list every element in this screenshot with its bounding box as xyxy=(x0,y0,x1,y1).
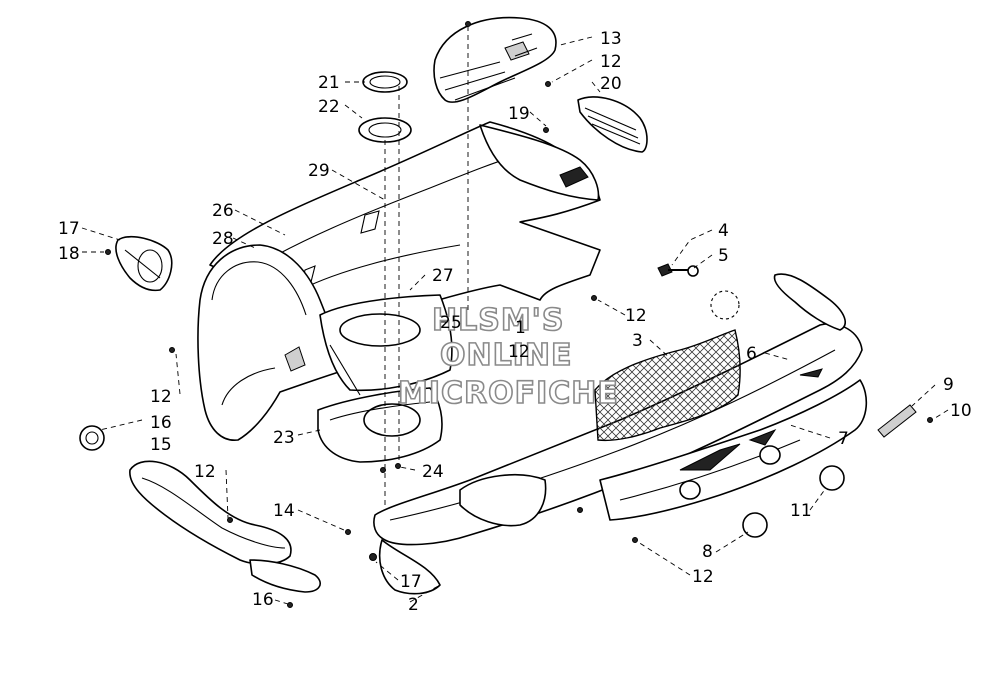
callout-18: 16 xyxy=(150,413,172,433)
part-12-grommet-disc xyxy=(710,290,740,320)
callout-12: 12 xyxy=(600,52,622,72)
callout-23: 21 xyxy=(318,73,340,93)
callout-21: 19 xyxy=(508,104,530,124)
leader-lines xyxy=(81,26,949,605)
callout-5: 5 xyxy=(718,246,729,266)
callout-24: 22 xyxy=(318,97,340,117)
callout-1: 1 xyxy=(515,318,526,338)
callout-10: 10 xyxy=(950,401,972,421)
callout-28: 26 xyxy=(212,201,234,221)
part-7-lens-housing xyxy=(679,445,781,500)
callout-8: 8 xyxy=(702,542,713,562)
callout-25: 23 xyxy=(273,428,295,448)
part-25-floor-panel xyxy=(317,387,443,463)
callout-30: 28 xyxy=(212,229,234,249)
part-11-lens-cap xyxy=(819,465,845,491)
part-19-headlight-housing xyxy=(115,235,173,292)
callout-labels: 13 12 20 19 21 22 29 26 28 27 17 18 25 1… xyxy=(58,29,972,615)
part-8-lens-cap xyxy=(742,512,768,538)
callout-20: 18 xyxy=(58,244,80,264)
callout-27: 25 xyxy=(440,313,462,333)
callout-31: 29 xyxy=(308,161,330,181)
callout-9: 9 xyxy=(943,375,954,395)
part-15-front-bumper xyxy=(129,460,321,593)
callout-16: 16 xyxy=(252,590,274,610)
part-5-washer xyxy=(687,265,699,277)
callout-11: 11 xyxy=(790,501,812,521)
callout-12-left: 12 xyxy=(150,387,172,407)
callout-12-center: 12 xyxy=(508,342,530,362)
callout-12-bumper: 12 xyxy=(194,462,216,482)
watermark: HLSM'S ONLINE MICROFICHE xyxy=(397,302,619,412)
fasteners xyxy=(105,21,933,608)
callout-13: 13 xyxy=(600,29,622,49)
callout-12-right: 12 xyxy=(625,306,647,326)
watermark-line-2: ONLINE xyxy=(440,338,573,373)
callout-6: 6 xyxy=(746,344,757,364)
callout-17: 17 xyxy=(400,572,422,592)
callout-12-bottom: 12 xyxy=(692,567,714,587)
callout-29: 27 xyxy=(432,266,454,286)
part-9-reflector xyxy=(877,404,917,438)
callout-26: 24 xyxy=(422,462,444,482)
part-3-tread-panel xyxy=(594,329,741,442)
part-23-gas-cap-ring xyxy=(362,71,408,93)
callout-4: 4 xyxy=(718,221,729,241)
callout-3: 3 xyxy=(632,331,643,351)
callout-7: 7 xyxy=(838,429,849,449)
callout-19: 17 xyxy=(58,219,80,239)
part-13-dash-console xyxy=(433,16,557,103)
callout-15: 15 xyxy=(150,435,172,455)
callout-14: 14 xyxy=(273,501,295,521)
part-18-grommet xyxy=(79,425,105,451)
part-28-front-fender xyxy=(197,244,346,441)
watermark-line-1: HLSM'S xyxy=(432,303,564,338)
part-24-gas-cap-seal xyxy=(358,117,412,143)
part-22-vent-grille xyxy=(577,96,648,153)
watermark-line-3: MICROFICHE xyxy=(398,376,619,411)
part-1-center-body xyxy=(319,294,453,396)
part-6-tail-section xyxy=(599,368,868,521)
callout-22: 20 xyxy=(600,74,622,94)
callout-2: 2 xyxy=(408,595,419,615)
part-4-bolt xyxy=(657,263,690,277)
